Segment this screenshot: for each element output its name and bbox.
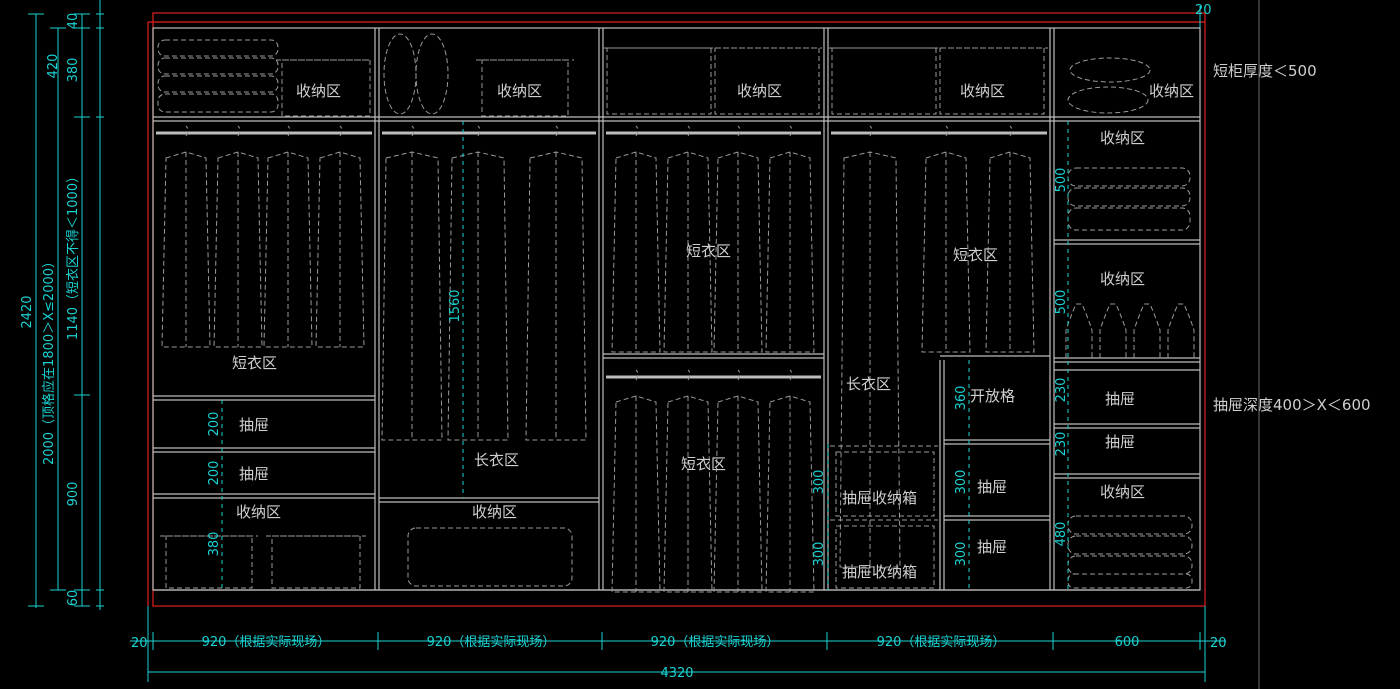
top-storage-items (157, 33, 1151, 117)
hanging-garments (161, 125, 1035, 593)
dim-420: 420 (46, 54, 61, 79)
garment-outline (611, 369, 661, 593)
dim-box-300c: 300 (812, 470, 827, 495)
label-storage-c3-top: 收纳区 (737, 82, 782, 100)
label-drawer-box-1: 抽屉收纳箱 (842, 489, 917, 507)
dim-col3-width: 920（根据实际现场） (651, 635, 780, 650)
dim-drawer-200a: 200 (207, 412, 222, 437)
dim-380: 380 (66, 58, 81, 83)
dim-short-note: 1140（短衣区不得＜1000） (65, 170, 81, 340)
dim-900: 900 (66, 482, 81, 507)
hanging-rods (156, 131, 1047, 379)
dim-total-width: 4320 (660, 666, 693, 681)
garment-outline (663, 369, 713, 593)
label-storage-c5-top: 收纳区 (1149, 82, 1194, 100)
label-short-coat-c4: 短衣区 (953, 246, 998, 264)
dim-60: 60 (66, 590, 81, 607)
label-drawer-c4-1: 抽屉 (977, 478, 1007, 496)
dim-col4-width: 920（根据实际现场） (877, 635, 1006, 650)
dim-shelf-500a: 500 (1054, 168, 1069, 193)
dim-drawer-300b: 300 (954, 542, 969, 567)
garment-outline (765, 369, 815, 593)
dim-drawer-300a: 300 (954, 470, 969, 495)
interior-dimension-lines (221, 121, 1069, 590)
label-drawer-c5-1: 抽屉 (1105, 390, 1135, 408)
garment-outline (611, 125, 661, 353)
dim-open-360: 360 (954, 386, 969, 411)
label-long-coat-c4: 长衣区 (846, 375, 891, 393)
label-drawer-box-2: 抽屉收纳箱 (842, 563, 917, 581)
label-storage-c2-bottom: 收纳区 (472, 503, 517, 521)
garment-outline (161, 125, 211, 348)
dim-col2-width: 920（根据实际现场） (427, 635, 556, 650)
garment-outline (839, 125, 901, 568)
dim-shelf-480: 480 (1054, 522, 1069, 547)
label-drawer-c1-1: 抽屉 (239, 416, 269, 434)
garment-outline (381, 125, 443, 441)
label-open-shelf: 开放格 (970, 387, 1015, 405)
label-storage-c1-top: 收纳区 (296, 82, 341, 100)
garment-outline (263, 125, 313, 348)
label-storage-c5-3: 收纳区 (1100, 270, 1145, 288)
label-long-coat-c2: 长衣区 (474, 451, 519, 469)
label-drawer-c4-2: 抽屉 (977, 538, 1007, 556)
garment-outline (765, 125, 815, 353)
garment-outline (921, 125, 971, 353)
label-storage-c1-bottom: 收纳区 (236, 503, 281, 521)
dim-left-20: 20 (131, 636, 148, 651)
dim-long-1560: 1560 (448, 289, 463, 322)
dim-col5-width: 600 (1115, 635, 1140, 650)
dim-shelf-500b: 500 (1054, 290, 1069, 315)
garment-outline (213, 125, 263, 348)
garment-outline (447, 125, 509, 441)
label-storage-c5-2: 收纳区 (1100, 129, 1145, 147)
dim-total-height: 2420 (20, 295, 35, 328)
dim-right-20: 20 (1210, 636, 1227, 651)
garment-outline (713, 369, 763, 593)
note-drawer-depth: 抽屉深度400＞X＜600 (1213, 396, 1371, 414)
label-storage-c5-bottom: 收纳区 (1100, 483, 1145, 501)
garment-outline (713, 125, 763, 353)
label-short-coat-c3-bottom: 短衣区 (681, 455, 726, 473)
dim-drawer-200b: 200 (207, 461, 222, 486)
left-dimension-lines (28, 0, 104, 610)
dim-40: 40 (66, 13, 81, 30)
note-cabinet-depth: 短柜厚度＜500 (1213, 62, 1317, 80)
label-storage-c2-top: 收纳区 (497, 82, 542, 100)
garment-outline (985, 125, 1035, 353)
dim-height-note: 2000（顶格应在1800＞X≤2000） (41, 255, 57, 465)
garment-outline (315, 125, 365, 348)
label-short-coat-c3-top: 短衣区 (686, 242, 731, 260)
garment-outline (663, 125, 713, 353)
cabinet-frame (152, 27, 1201, 591)
dim-drawer-230b: 230 (1054, 432, 1069, 457)
bottom-dimension-lines (130, 606, 1226, 682)
label-drawer-c5-2: 抽屉 (1105, 433, 1135, 451)
dim-box-300d: 300 (812, 542, 827, 567)
dim-top-20: 20 (1195, 3, 1212, 18)
dim-box-380: 380 (207, 532, 222, 557)
dim-drawer-230a: 230 (1054, 378, 1069, 403)
dim-col1-width: 920（根据实际现场） (202, 635, 331, 650)
label-short-coat-c1: 短衣区 (232, 354, 277, 372)
garment-outline (525, 125, 587, 441)
label-drawer-c1-2: 抽屉 (239, 465, 269, 483)
label-storage-c4-top: 收纳区 (960, 82, 1005, 100)
